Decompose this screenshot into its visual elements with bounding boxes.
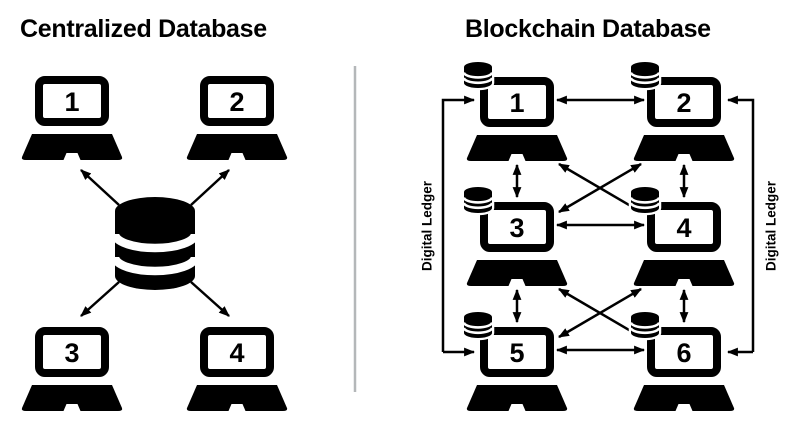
node-label: 1 xyxy=(64,87,79,117)
blockchain-panel: 1 2 3 4 5 6 Digital Ledger Digital Ledge… xyxy=(420,62,779,411)
right-panel-title: Blockchain Database xyxy=(465,15,711,43)
centralized-panel: 1 2 3 4 xyxy=(22,80,287,411)
node-label: 1 xyxy=(509,88,524,118)
ledger-rail-right-top xyxy=(726,95,755,352)
central-database-cylinder-icon xyxy=(115,197,195,290)
node-label: 3 xyxy=(64,338,79,368)
ledger-rail-left-top xyxy=(441,95,476,352)
arrow-node4-node5 xyxy=(558,287,642,339)
digital-ledger-label-right: Digital Ledger xyxy=(764,180,779,271)
left-panel-title: Centralized Database xyxy=(20,15,267,43)
arrow-db-to-node2 xyxy=(190,169,230,206)
database-cylinder-icon xyxy=(464,187,492,213)
arrow-node2-node3 xyxy=(558,162,642,214)
database-cylinder-icon xyxy=(631,187,659,213)
arrow-db-to-node4 xyxy=(190,281,230,317)
database-cylinder-icon xyxy=(631,312,659,338)
node-label: 5 xyxy=(509,338,524,368)
database-cylinder-icon xyxy=(464,312,492,338)
node-label: 4 xyxy=(676,213,691,243)
database-cylinder-icon xyxy=(464,62,492,88)
node-label: 3 xyxy=(509,213,524,243)
node-label: 2 xyxy=(229,87,244,117)
node-label: 4 xyxy=(229,338,244,368)
node-label: 6 xyxy=(676,338,691,368)
digital-ledger-label-left: Digital Ledger xyxy=(420,180,435,271)
database-cylinder-icon xyxy=(631,62,659,88)
arrow-db-to-node1 xyxy=(80,169,120,206)
node-label: 2 xyxy=(676,88,691,118)
arrow-db-to-node3 xyxy=(80,281,120,317)
